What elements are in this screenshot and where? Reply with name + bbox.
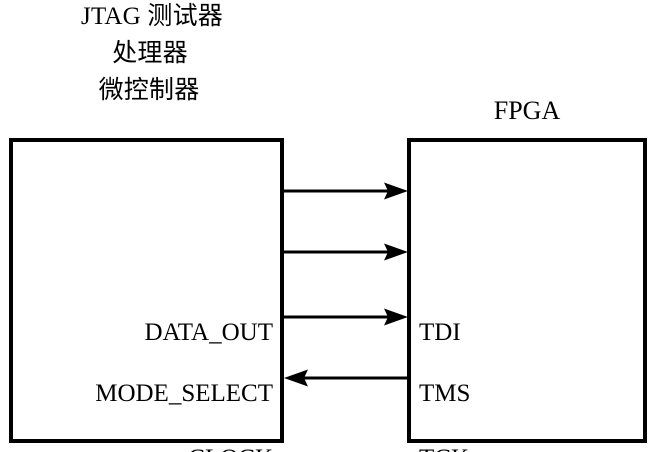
pin-label-tdi: TDI xyxy=(419,319,461,346)
caption-line-2: 处理器 xyxy=(112,40,188,67)
pin-label-tck: TCK xyxy=(419,446,469,452)
left-device-caption: JTAG 测试器 处理器 微控制器 xyxy=(10,4,290,103)
pin-label-data-out: DATA_OUT xyxy=(144,319,273,346)
pin-label-mode-select: MODE_SELECT xyxy=(95,380,273,407)
pin-label-tms: TMS xyxy=(419,380,471,407)
caption-line-3: 微控制器 xyxy=(98,77,200,104)
left-device-box: DATA_OUT MODE_SELECT CLOCK DATA_IN xyxy=(9,138,284,452)
connection-data-out-to-tdi xyxy=(284,180,408,202)
fpga-caption: FPGA xyxy=(493,96,561,125)
pin-label-clock: CLOCK xyxy=(188,446,273,452)
connection-clock-to-tck xyxy=(284,306,408,328)
fpga-box: TDI TMS TCK TDO xyxy=(407,138,647,452)
caption-line-1: JTAG 测试器 xyxy=(81,3,223,30)
connection-tdo-to-data-in xyxy=(284,367,408,389)
connection-mode-select-to-tms xyxy=(284,241,408,263)
